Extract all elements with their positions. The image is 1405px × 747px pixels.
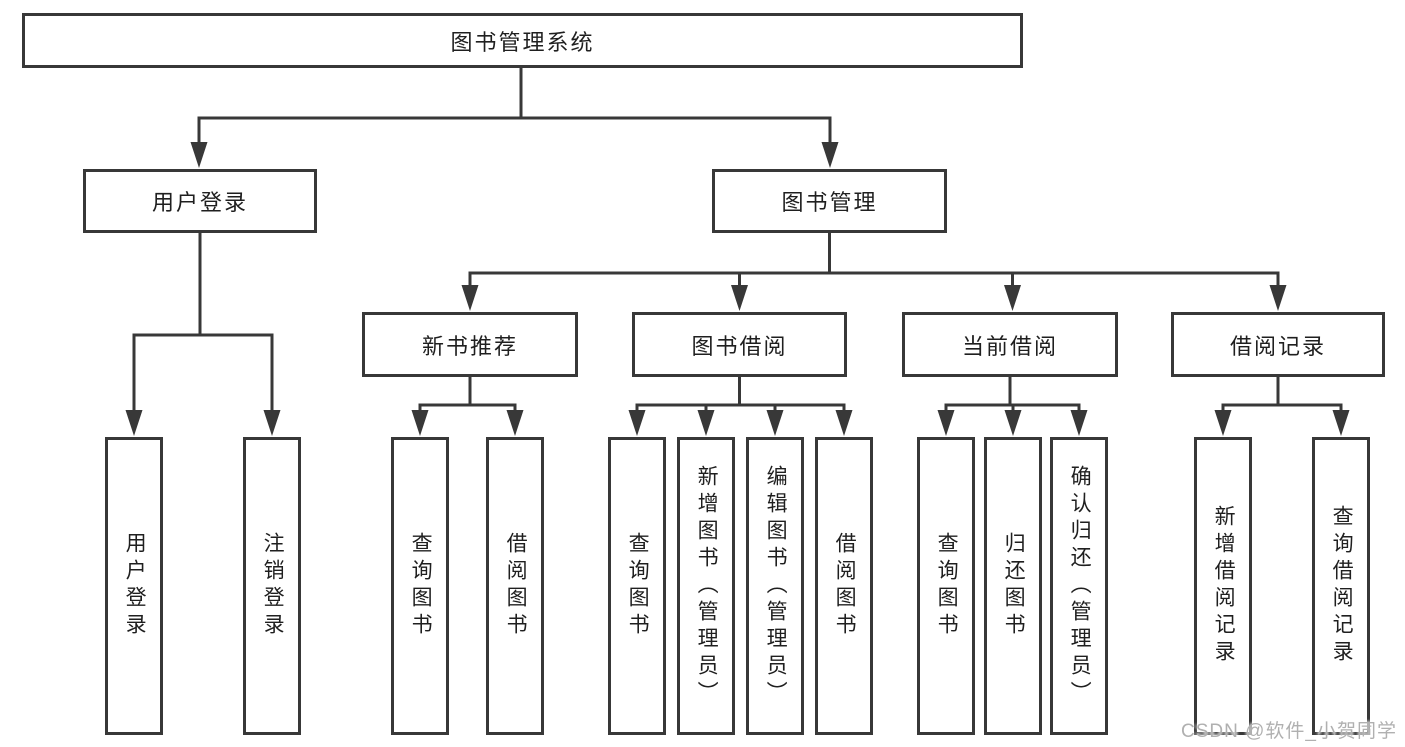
- node-current-borrowing: 当前借阅: [902, 312, 1118, 377]
- leaf-return-book: 归还图书: [984, 437, 1042, 735]
- node-book-borrowing: 图书借阅: [632, 312, 847, 377]
- leaf-borrow-books-2: 借阅图书: [815, 437, 873, 735]
- leaf-query-books-3: 查询图书: [917, 437, 975, 735]
- node-book-management-branch: 图书管理: [712, 169, 947, 233]
- node-borrowing-records: 借阅记录: [1171, 312, 1385, 377]
- leaf-confirm-return-admin: 确认归还（管理员）: [1050, 437, 1108, 735]
- leaf-user-login: 用户登录: [105, 437, 163, 735]
- leaf-edit-book-admin: 编辑图书（管理员）: [746, 437, 804, 735]
- leaf-add-book-admin: 新增图书（管理员）: [677, 437, 735, 735]
- node-root-system: 图书管理系统: [22, 13, 1023, 68]
- connector-lines: [132, 68, 1343, 414]
- leaf-query-borrow-record: 查询借阅记录: [1312, 437, 1370, 735]
- node-new-book-recommend: 新书推荐: [362, 312, 578, 377]
- csdn-watermark: CSDN @软件_小贺同学: [1181, 721, 1397, 742]
- leaf-query-books-1: 查询图书: [391, 437, 449, 735]
- node-user-login-branch: 用户登录: [83, 169, 317, 233]
- connector-arrowheads: [125, 142, 1350, 436]
- leaf-query-books-2: 查询图书: [608, 437, 666, 735]
- leaf-borrow-books-1: 借阅图书: [486, 437, 544, 735]
- leaf-logout: 注销登录: [243, 437, 301, 735]
- leaf-add-borrow-record: 新增借阅记录: [1194, 437, 1252, 735]
